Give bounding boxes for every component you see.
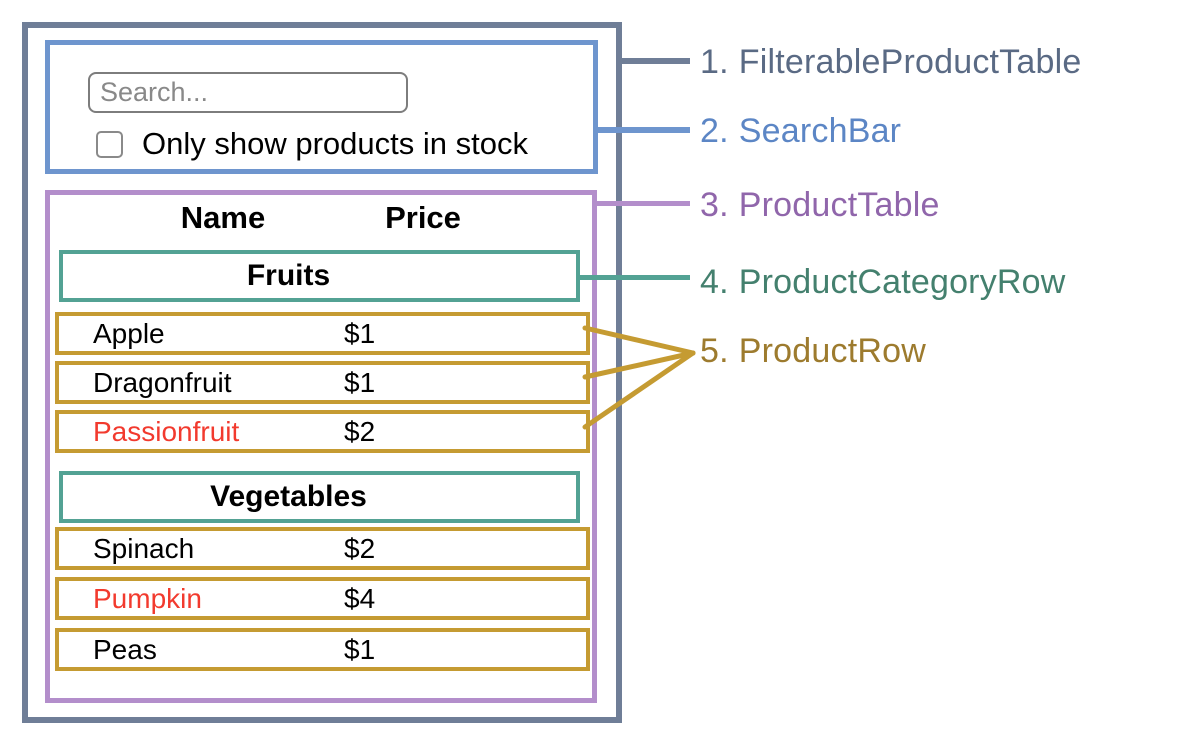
product-price: $1 [344, 633, 376, 665]
legend-product-row: 5.ProductRow [700, 331, 926, 371]
product-row: Pumpkin $4 [55, 577, 590, 620]
product-category-row: Fruits [59, 250, 580, 302]
product-row: Spinach $2 [55, 527, 590, 570]
column-header-price: Price [385, 200, 461, 235]
legend-product-table: 3.ProductTable [700, 185, 940, 225]
product-price: $1 [344, 317, 376, 349]
legend-number: 3. [700, 186, 729, 224]
legend-number: 2. [700, 112, 729, 150]
legend-name: FilterableProductTable [738, 43, 1082, 81]
product-price: $2 [344, 532, 376, 564]
search-bar-box: Only show products in stock [45, 40, 598, 174]
connector-arrow-product-rows [582, 325, 696, 430]
product-name: Apple [93, 317, 165, 349]
legend-number: 4. [700, 263, 729, 301]
product-price: $1 [344, 366, 376, 398]
product-row: Apple $1 [55, 312, 590, 355]
legend-name: ProductRow [738, 332, 926, 370]
product-price: $2 [344, 415, 376, 447]
legend-name: ProductCategoryRow [738, 263, 1066, 301]
in-stock-checkbox[interactable] [96, 131, 123, 158]
product-price: $4 [344, 582, 376, 614]
connector-line-filterable-product-table [618, 58, 690, 64]
connector-line-search-bar [593, 127, 690, 133]
product-row: Dragonfruit $1 [55, 361, 590, 404]
legend-name: SearchBar [738, 112, 902, 150]
product-name: Dragonfruit [93, 366, 232, 398]
product-table-box: Name Price Fruits Apple $1 Dragonfruit $… [45, 190, 597, 703]
legend-product-category-row: 4.ProductCategoryRow [700, 262, 1066, 302]
search-input[interactable] [88, 72, 408, 113]
product-row: Peas $1 [55, 628, 590, 671]
product-name-out-of-stock: Pumpkin [93, 582, 202, 614]
legend-name: ProductTable [738, 186, 940, 224]
connector-line-product-category-row [577, 275, 690, 280]
product-name-out-of-stock: Passionfruit [93, 415, 240, 447]
product-category-row: Vegetables [59, 471, 580, 523]
legend-filterable-product-table: 1.FilterableProductTable [700, 42, 1081, 82]
product-row: Passionfruit $2 [55, 410, 590, 453]
legend-number: 5. [700, 332, 729, 370]
filterable-product-table-box: Only show products in stock Name Price F… [22, 22, 622, 723]
product-name: Spinach [93, 532, 195, 564]
legend-number: 1. [700, 43, 729, 81]
connector-line-product-table [592, 201, 690, 206]
product-name: Peas [93, 633, 157, 665]
in-stock-checkbox-label: Only show products in stock [142, 126, 528, 161]
column-header-name: Name [180, 200, 266, 235]
legend-search-bar: 2.SearchBar [700, 111, 901, 151]
